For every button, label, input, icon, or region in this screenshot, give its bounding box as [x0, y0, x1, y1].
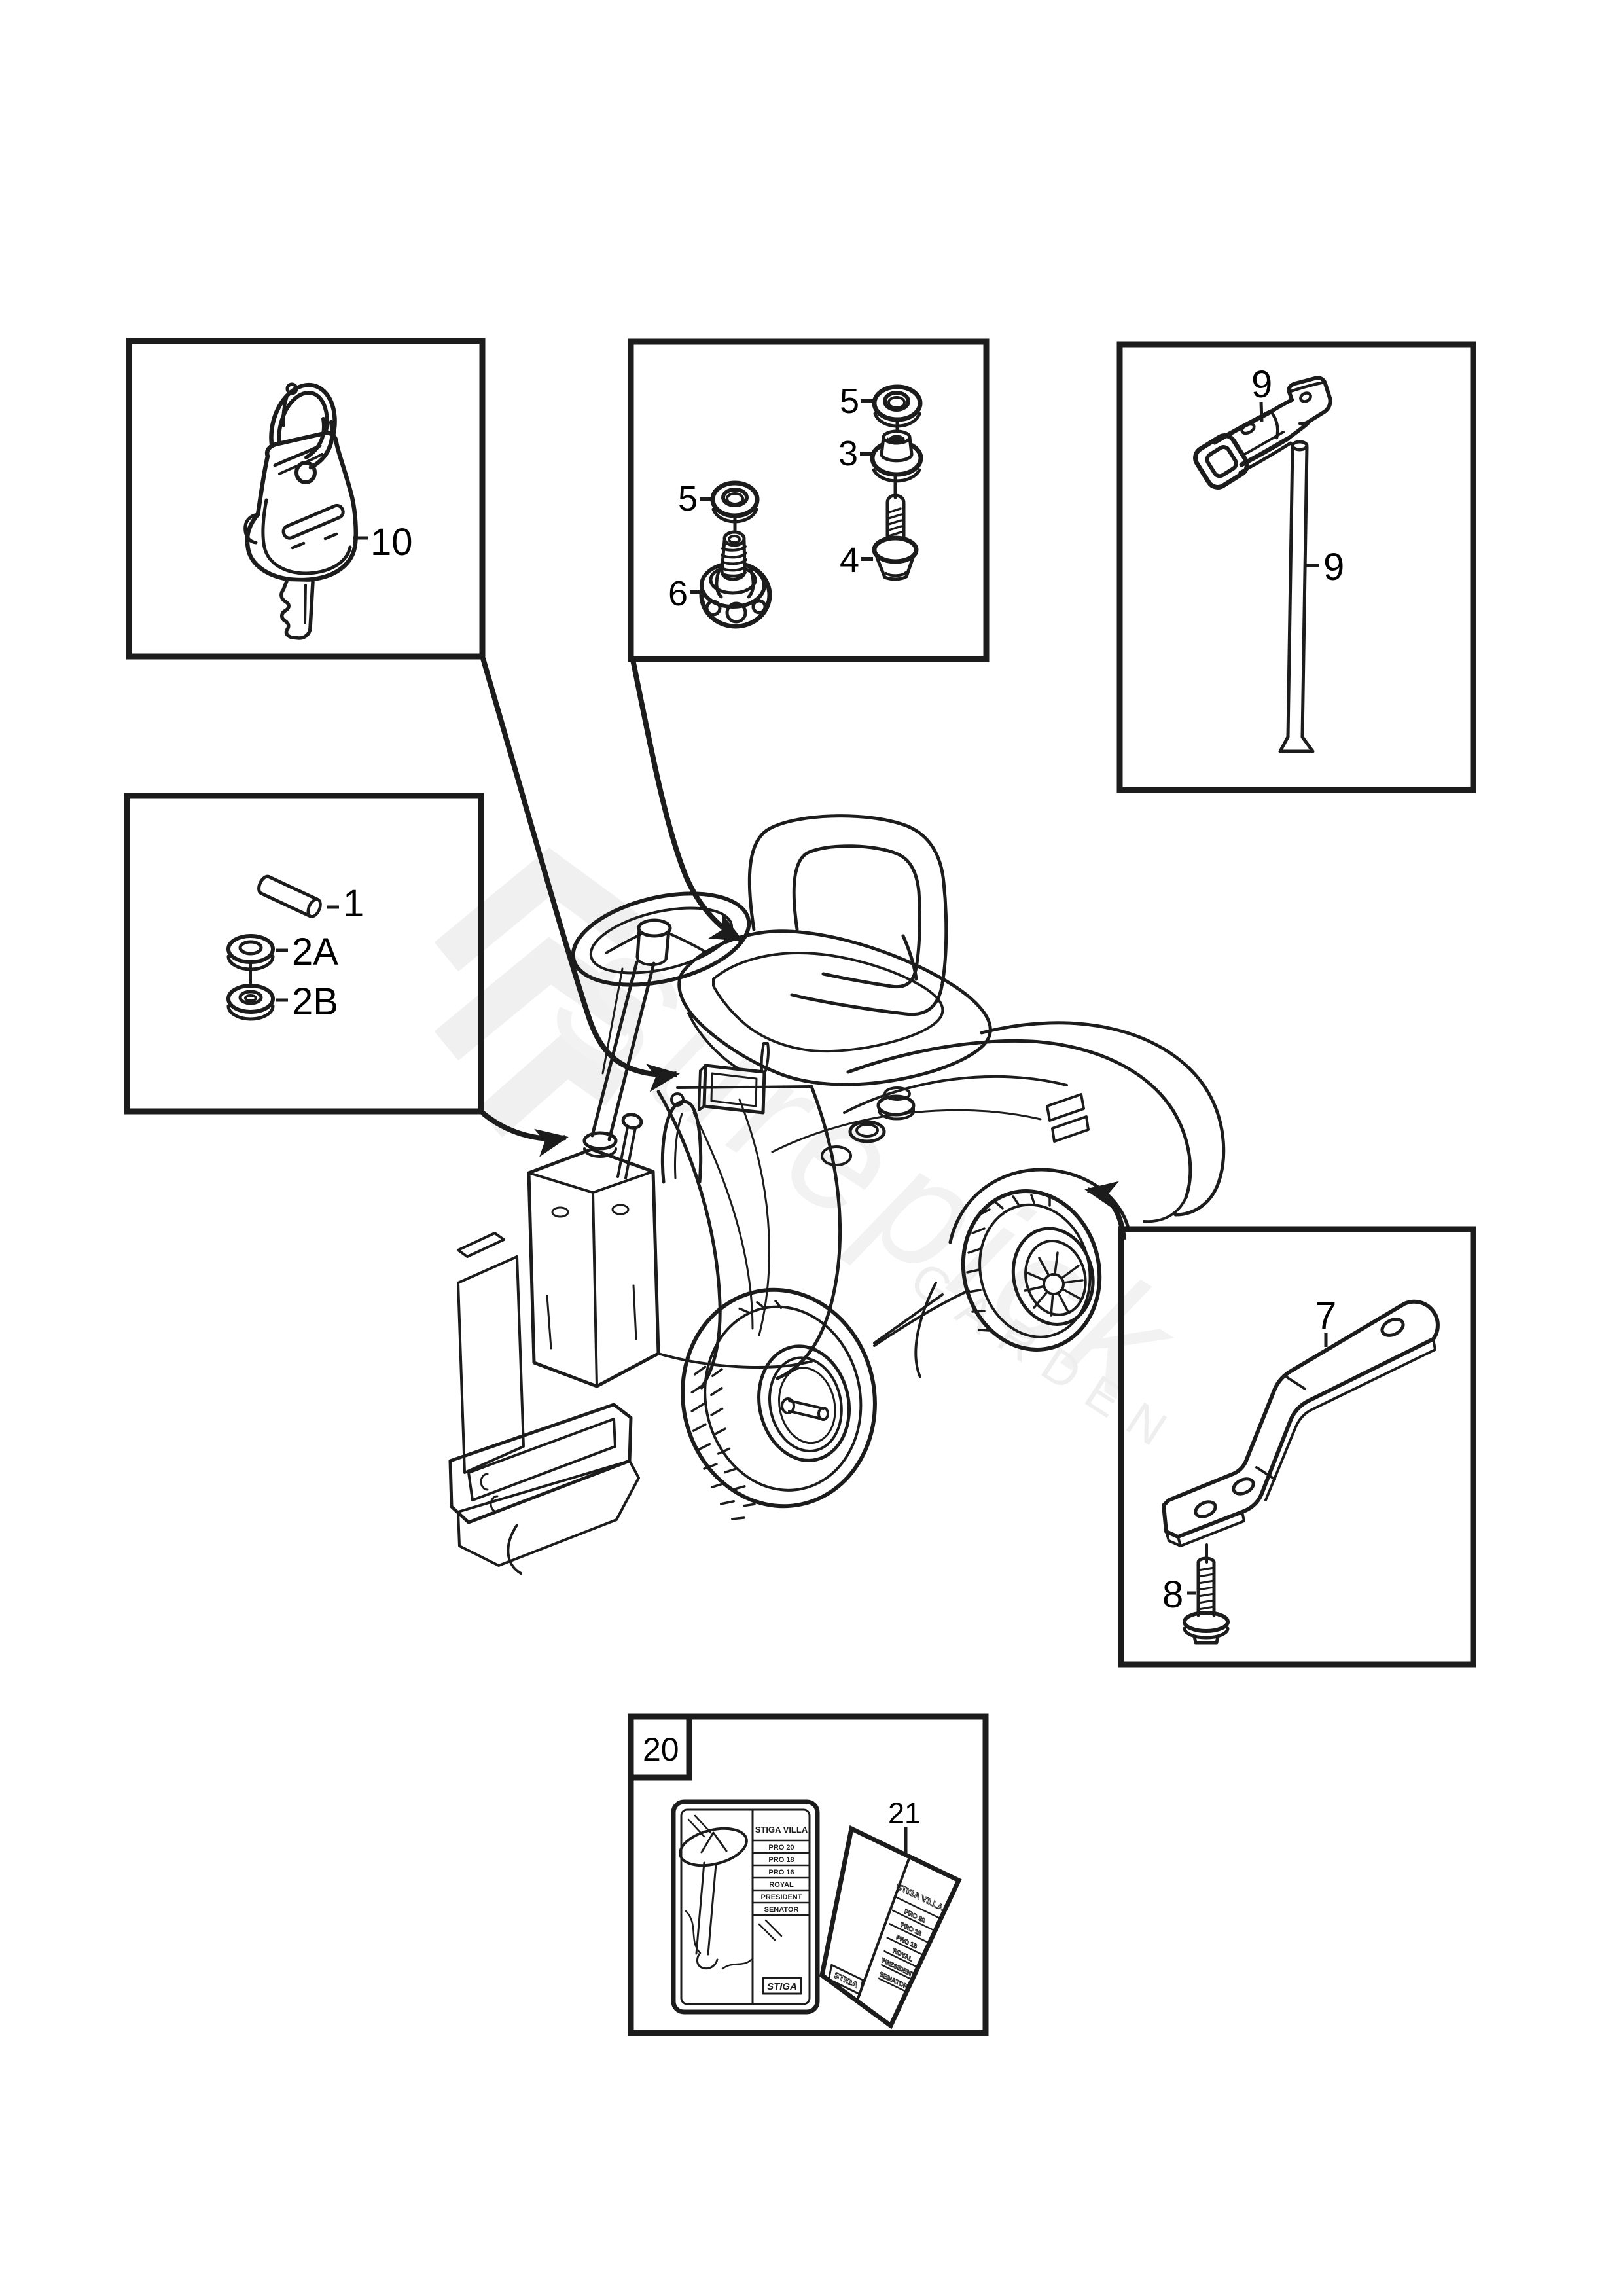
- svg-text:10: 10: [370, 521, 413, 564]
- svg-text:9: 9: [1323, 546, 1344, 588]
- svg-text:7: 7: [1315, 1295, 1336, 1337]
- svg-text:4: 4: [840, 541, 859, 580]
- svg-text:PRO 16: PRO 16: [768, 1869, 794, 1876]
- svg-text:5: 5: [840, 382, 859, 421]
- svg-text:5: 5: [678, 479, 698, 518]
- svg-text:1: 1: [343, 882, 364, 925]
- svg-text:9: 9: [1251, 363, 1272, 406]
- svg-text:ROYAL: ROYAL: [769, 1881, 794, 1889]
- svg-text:PRO 18: PRO 18: [768, 1856, 794, 1864]
- svg-text:8: 8: [1162, 1573, 1183, 1616]
- svg-text:PRESIDENT: PRESIDENT: [761, 1893, 802, 1901]
- svg-text:STIGA: STIGA: [767, 1981, 797, 1992]
- svg-text:2A: 2A: [292, 931, 338, 973]
- svg-text:STIGA VILLA: STIGA VILLA: [755, 1825, 808, 1835]
- svg-text:6: 6: [668, 574, 688, 613]
- svg-text:3: 3: [838, 434, 858, 473]
- svg-text:PRO 20: PRO 20: [768, 1844, 794, 1852]
- svg-text:2B: 2B: [292, 980, 338, 1023]
- svg-text:20: 20: [643, 1731, 679, 1768]
- svg-text:SENATOR: SENATOR: [764, 1906, 799, 1914]
- svg-text:21: 21: [888, 1797, 921, 1830]
